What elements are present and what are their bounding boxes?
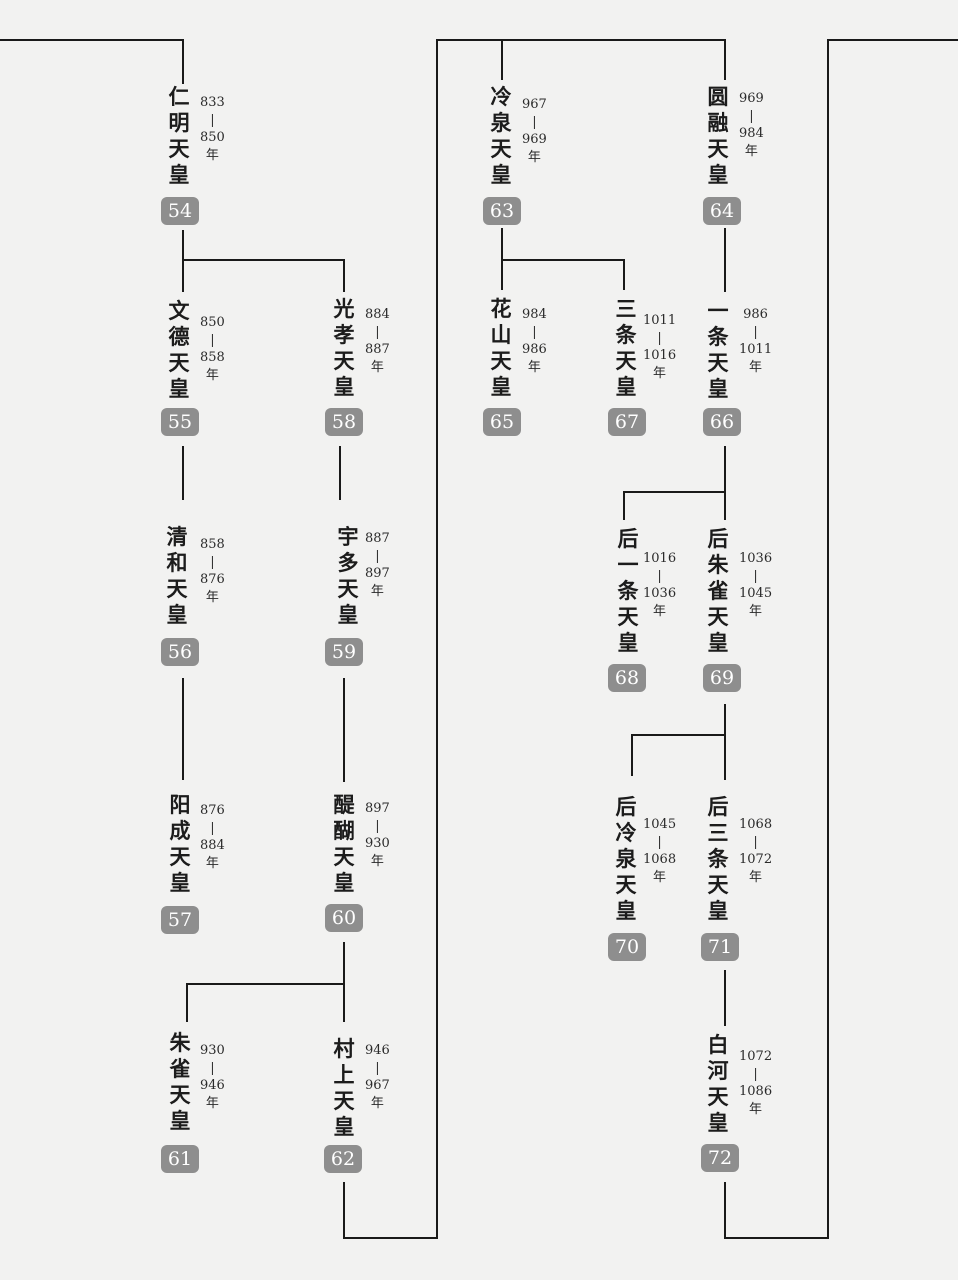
emperor-number-badge: 66	[703, 408, 741, 436]
reign-years: 986 | 1011 年	[739, 307, 773, 375]
reign-years: 930 | 946 年	[200, 1043, 225, 1111]
reign-years: 876 | 884 年	[200, 803, 225, 871]
emperor-name: 文 德 天 皇	[168, 298, 190, 401]
reign-years: 946 | 967 年	[365, 1043, 390, 1111]
emperor-number-badge: 69	[703, 664, 741, 692]
line-62-63	[343, 39, 503, 1239]
emperor-name: 阳 成 天 皇	[169, 792, 191, 895]
emperor-name: 三 条 天 皇	[615, 296, 637, 399]
line-60-61	[186, 983, 344, 1022]
reign-years: 967 | 969 年	[522, 97, 547, 165]
emperor-name: 后 三 条 天 皇	[707, 794, 729, 923]
line-66-68	[623, 446, 726, 520]
emperor-name: 后 冷 泉 天 皇	[615, 794, 637, 923]
reign-years: 1045 | 1068 年	[643, 817, 677, 885]
emperor-name: 冷 泉 天 皇	[490, 84, 512, 187]
line-63-67	[502, 259, 625, 290]
reign-years: 1072 | 1086 年	[739, 1049, 773, 1117]
emperor-number-badge: 62	[324, 1145, 362, 1173]
line-entry-54	[0, 39, 184, 84]
emperor-number-badge: 60	[325, 904, 363, 932]
emperor-name: 清 和 天 皇	[166, 524, 188, 627]
reign-years: 833 | 850 年	[200, 95, 225, 163]
emperor-name: 花 山 天 皇	[490, 296, 512, 399]
emperor-number-badge: 57	[161, 906, 199, 934]
emperor-name: 宇 多 天 皇	[337, 524, 359, 627]
reign-years: 1068 | 1072 年	[739, 817, 773, 885]
emperor-name: 朱 雀 天 皇	[169, 1030, 191, 1133]
emperor-name: 光 孝 天 皇	[333, 296, 355, 399]
reign-years: 858 | 876 年	[200, 537, 225, 605]
line-69-70	[631, 734, 725, 776]
reign-years: 1011 | 1016 年	[643, 313, 677, 381]
reign-years: 984 | 986 年	[522, 307, 547, 375]
reign-years: 1036 | 1045 年	[739, 551, 773, 619]
reign-years: 897 | 930 年	[365, 801, 390, 869]
emperor-number-badge: 58	[325, 408, 363, 436]
line-72-exit	[724, 39, 958, 1239]
emperor-number-badge: 64	[703, 197, 741, 225]
emperor-number-badge: 63	[483, 197, 521, 225]
emperor-number-badge: 72	[701, 1144, 739, 1172]
reign-years: 887 | 897 年	[365, 531, 390, 599]
reign-years: 850 | 858 年	[200, 315, 225, 383]
reign-years: 1016 | 1036 年	[643, 551, 677, 619]
emperor-name: 后 一 条 天 皇	[617, 526, 639, 655]
line-top-64	[502, 39, 726, 80]
emperor-name: 仁 明 天 皇	[168, 84, 190, 187]
emperor-number-badge: 61	[161, 1145, 199, 1173]
line-54-58	[183, 259, 345, 292]
emperor-number-badge: 70	[608, 933, 646, 961]
emperor-name: 村 上 天 皇	[333, 1036, 355, 1139]
emperor-name: 一 条 天 皇	[707, 298, 729, 401]
emperor-number-badge: 54	[161, 197, 199, 225]
reign-years: 884 | 887 年	[365, 307, 390, 375]
emperor-name: 醍 醐 天 皇	[333, 792, 355, 895]
reign-years: 969 | 984 年	[739, 91, 764, 159]
emperor-number-badge: 68	[608, 664, 646, 692]
emperor-number-badge: 71	[701, 933, 739, 961]
emperor-name: 圆 融 天 皇	[707, 84, 729, 187]
emperor-number-badge: 55	[161, 408, 199, 436]
emperor-name: 白 河 天 皇	[707, 1032, 729, 1135]
emperor-number-badge: 59	[325, 638, 363, 666]
emperor-number-badge: 67	[608, 408, 646, 436]
emperor-number-badge: 56	[161, 638, 199, 666]
emperor-number-badge: 65	[483, 408, 521, 436]
emperor-name: 后 朱 雀 天 皇	[707, 526, 729, 655]
